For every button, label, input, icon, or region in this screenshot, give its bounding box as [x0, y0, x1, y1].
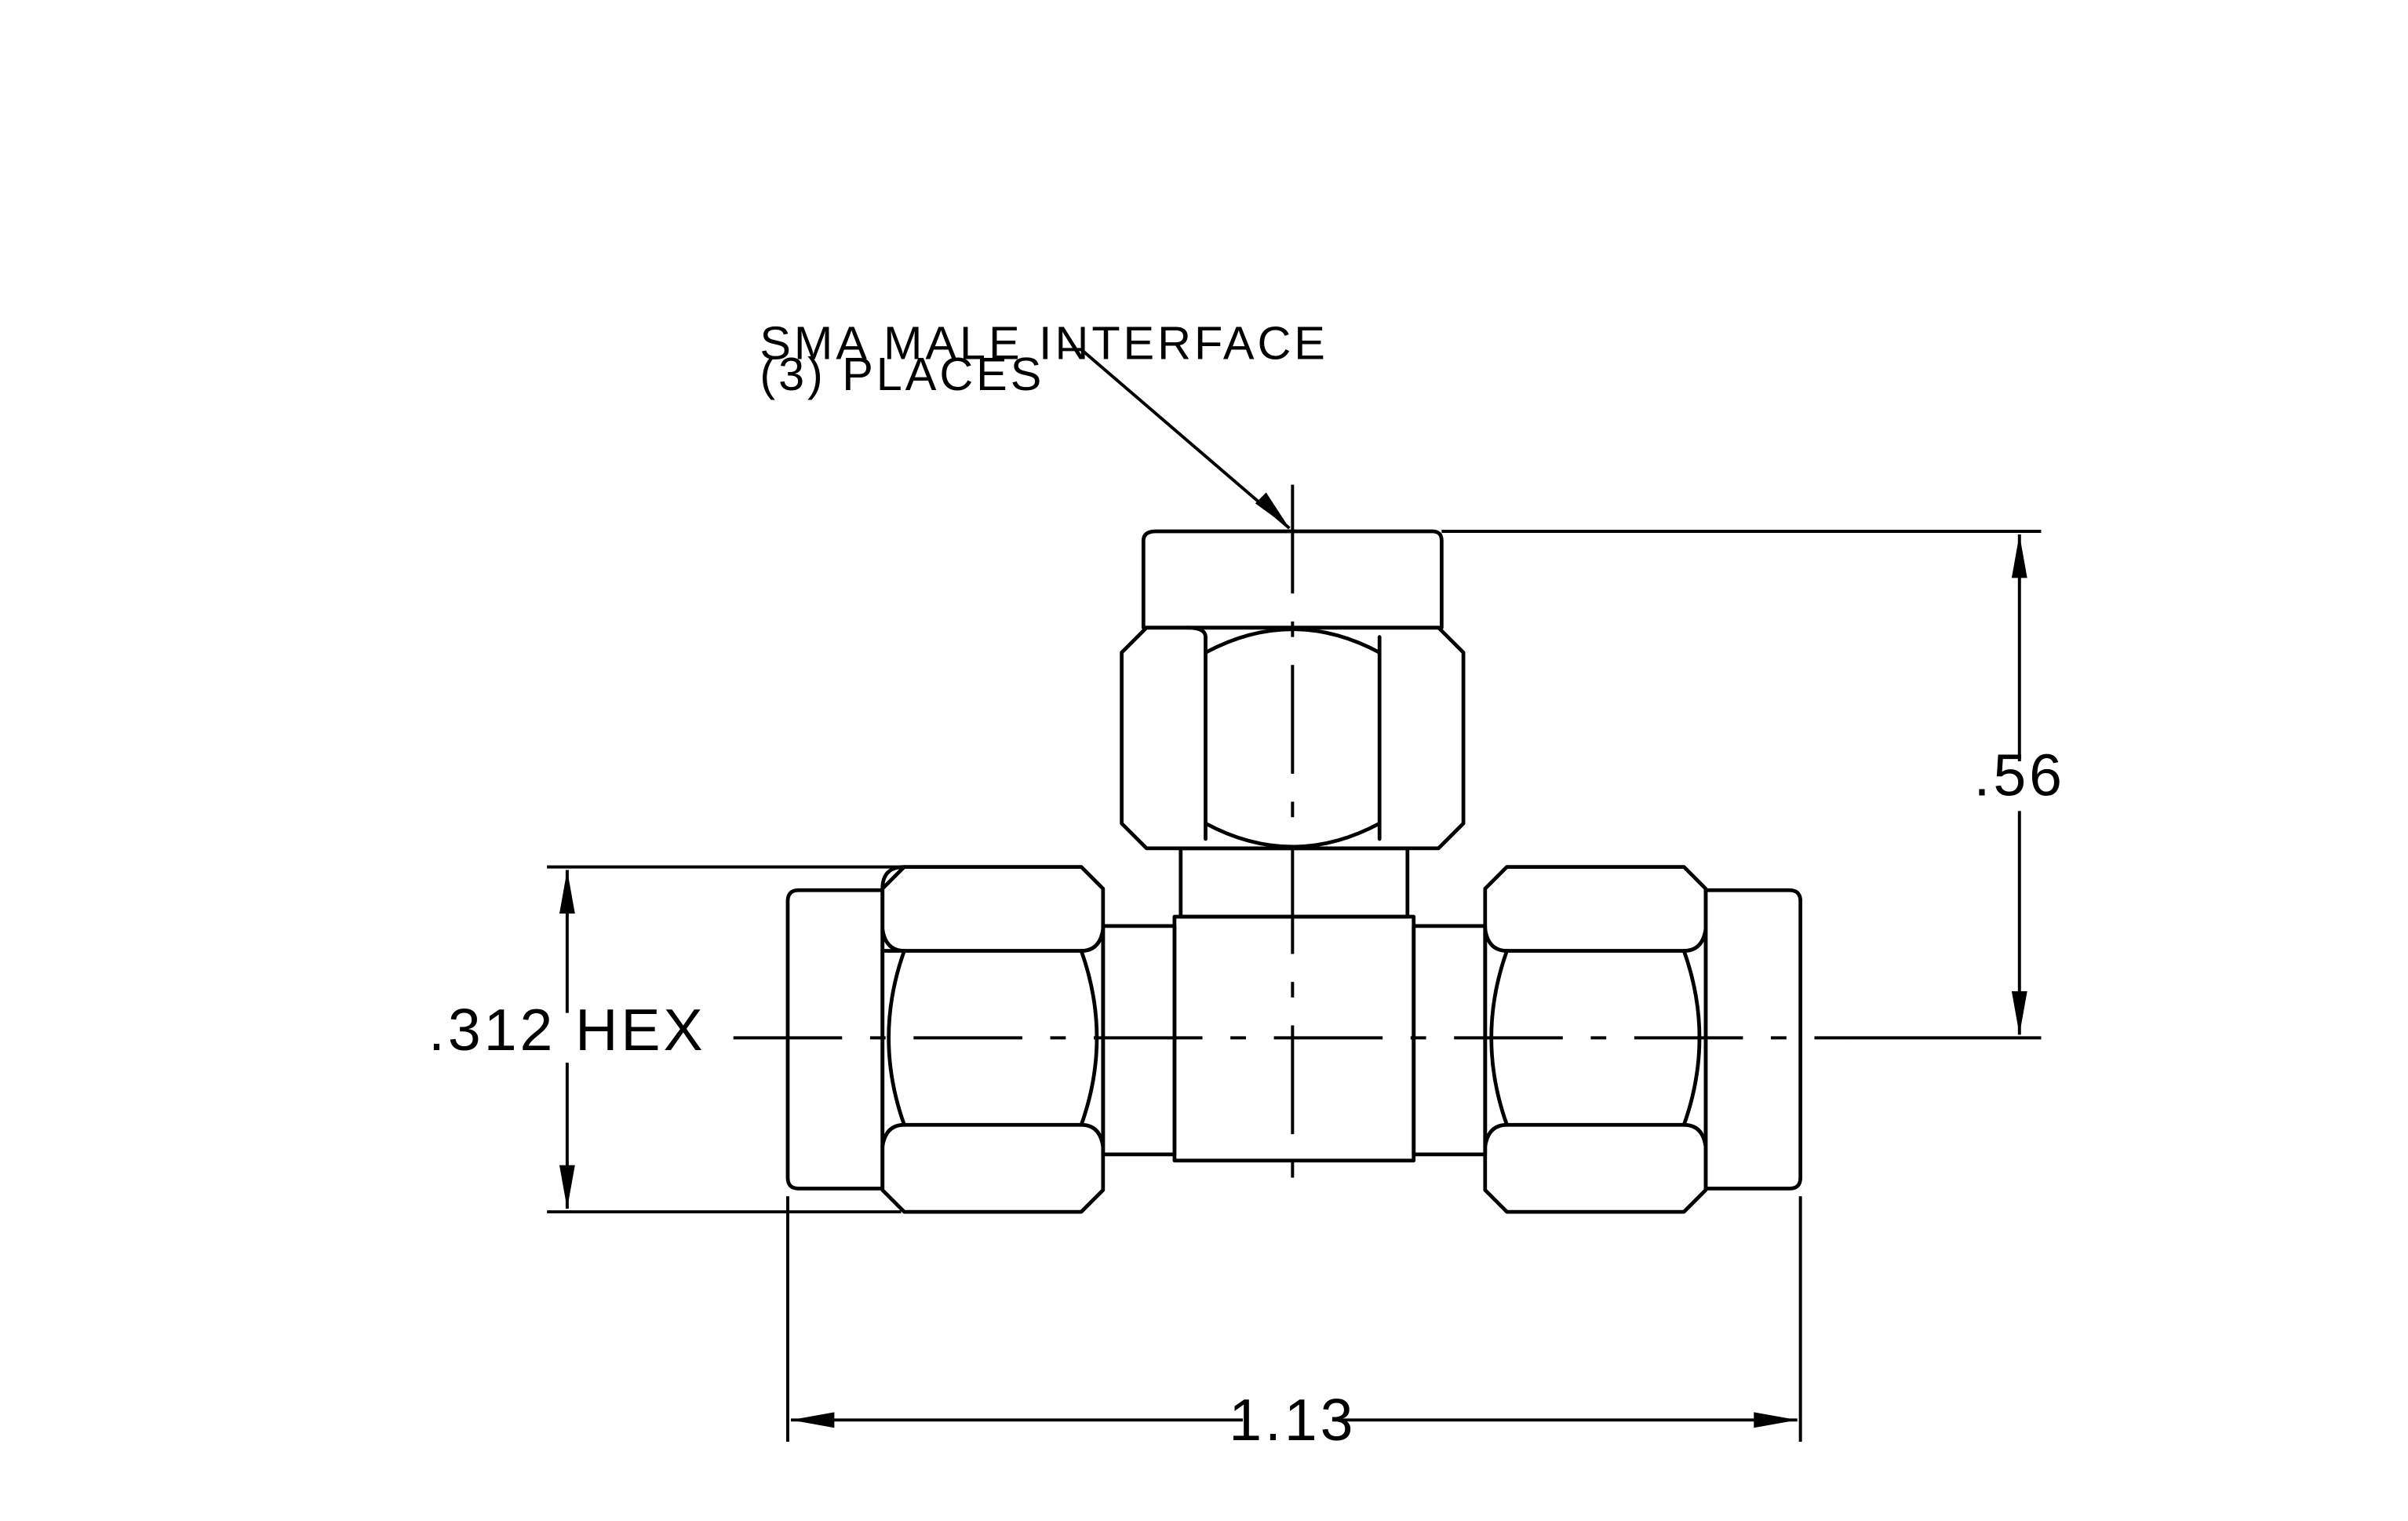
hex-arrow-top	[559, 870, 575, 914]
right-hex-corners	[1483, 927, 1708, 1149]
left-hex-corners	[880, 927, 1106, 1149]
height-arrow-bottom	[2011, 990, 2027, 1035]
right-hex-nut	[1483, 865, 1708, 1214]
width-arrow-right	[1754, 1412, 1798, 1428]
height-arrow-top	[2011, 534, 2027, 578]
right-connector	[1483, 865, 1803, 1214]
top-connector	[1120, 529, 1466, 919]
left-hex-arc-left	[887, 949, 906, 1127]
left-hex-nut	[880, 865, 1106, 1214]
width-dimension-label: 1.13	[1229, 1387, 1356, 1453]
hex-dimension-label: .312 HEX	[428, 997, 706, 1063]
left-hex-flats	[902, 949, 1084, 1127]
height-dimension: .56	[1441, 530, 2065, 1040]
right-hex-arc-left	[1489, 949, 1509, 1127]
right-hex-arc-right	[1681, 949, 1702, 1127]
hex-dimension: .312 HEX	[428, 865, 902, 1214]
center-lines	[733, 484, 1852, 1184]
right-collar	[1412, 924, 1488, 1157]
right-hex-flats	[1505, 949, 1686, 1127]
top-hex-arc-upper	[1204, 627, 1382, 655]
width-dimension: 1.13	[785, 1196, 1802, 1453]
left-connector	[785, 865, 1106, 1214]
note-line-2: (3) PLACES	[760, 348, 1044, 400]
left-coupling-body	[785, 888, 885, 1191]
top-hex-arc-lower	[1204, 821, 1382, 849]
left-hex-arc-right	[1079, 949, 1099, 1127]
hex-arrow-bottom	[559, 1165, 575, 1209]
note-line-1: SMA MALE INTERFACE	[760, 316, 1328, 369]
top-neck	[1178, 846, 1410, 919]
interface-note: SMA MALE INTERFACE (3) PLACES	[760, 316, 1328, 530]
left-collar	[1101, 924, 1177, 1157]
top-hex-nut	[1120, 626, 1466, 851]
width-arrow-left	[790, 1412, 835, 1428]
height-dimension-label: .56	[1974, 742, 2065, 808]
top-hex-flats	[1185, 626, 1382, 841]
top-coupling-body	[1141, 529, 1444, 630]
note-leader-line	[1059, 348, 1291, 530]
right-coupling-body	[1703, 888, 1803, 1191]
note-leader-arrowhead	[1255, 492, 1290, 529]
